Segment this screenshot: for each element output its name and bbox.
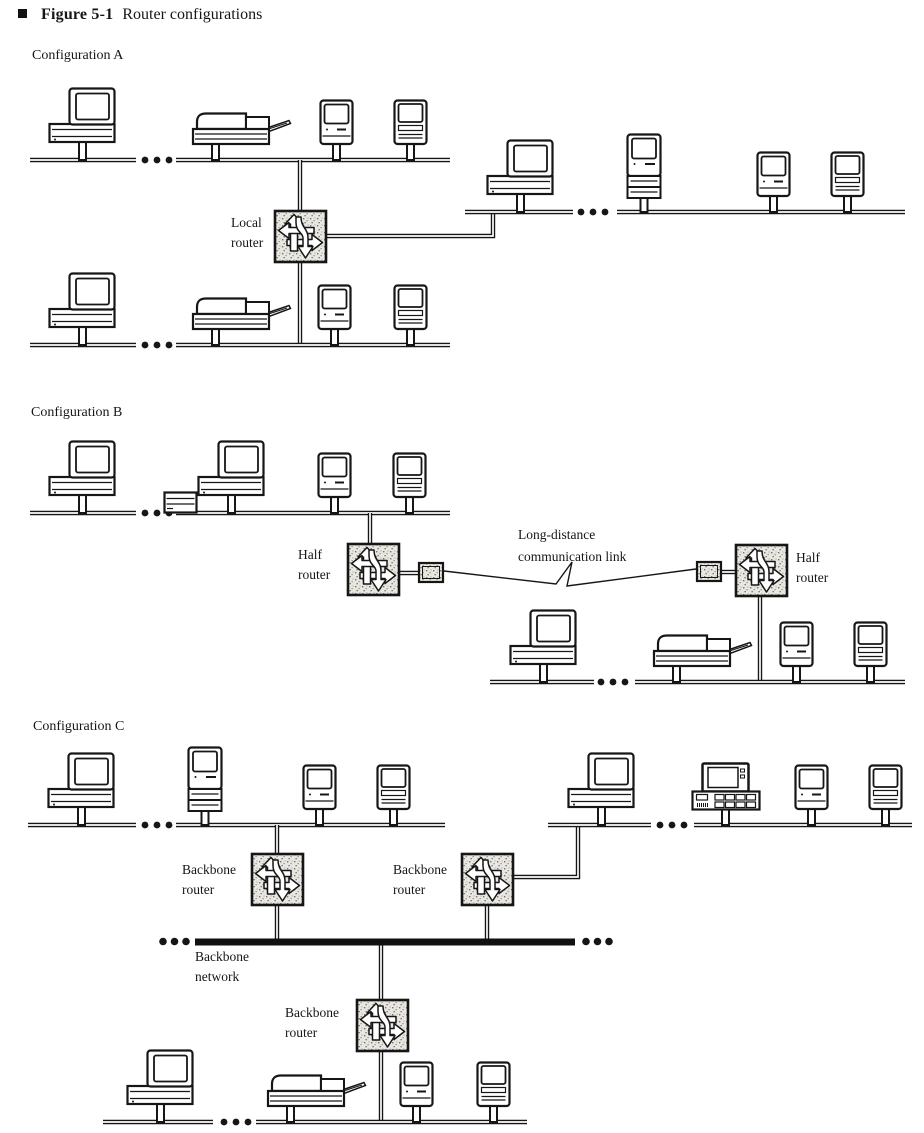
bullet-square-icon bbox=[18, 9, 27, 18]
ellipsis-dots-icon bbox=[141, 821, 173, 829]
config-a-network-right bbox=[486, 133, 865, 214]
ellipsis-dots-icon bbox=[141, 341, 173, 349]
half-router-left-label: Half router bbox=[298, 547, 331, 582]
desktop-computer-icon bbox=[48, 440, 116, 515]
backbone-router-bottom-icon bbox=[355, 998, 410, 1053]
long-distance-link-label: Long-distance communication link bbox=[518, 527, 627, 564]
compact-mac-icon bbox=[317, 284, 352, 347]
compact-mac-alt-icon bbox=[376, 764, 411, 827]
config-c-network-top-left bbox=[47, 746, 411, 827]
section-label-configuration-b: Configuration B bbox=[31, 405, 123, 420]
compact-mac-alt-icon bbox=[393, 284, 428, 347]
compact-mac-icon bbox=[399, 1061, 434, 1124]
backbone-ellipsis-left-icon bbox=[159, 937, 190, 946]
ellipsis-dots-icon bbox=[220, 1118, 252, 1126]
desktop-computer-icon bbox=[48, 87, 116, 162]
compact-mac-icon bbox=[302, 764, 337, 827]
local-router-label: Local router bbox=[231, 215, 264, 250]
compact-mac-alt-icon bbox=[853, 621, 888, 684]
disk-drive-icon bbox=[163, 491, 198, 514]
ellipsis-dots-icon bbox=[597, 678, 629, 686]
config-c-network-bottom bbox=[126, 1049, 511, 1124]
figure-title: Router configurations bbox=[122, 6, 263, 23]
config-a-network-bottom bbox=[48, 272, 428, 347]
compact-mac-alt-icon bbox=[868, 764, 903, 827]
ellipsis-dots-icon bbox=[577, 208, 609, 216]
config-a-network-top-left bbox=[48, 87, 428, 162]
config-b-network-top bbox=[48, 440, 427, 515]
desktop-computer-icon bbox=[509, 609, 577, 684]
section-label-configuration-c: Configuration C bbox=[33, 719, 125, 734]
compact-mac-icon bbox=[319, 99, 354, 162]
backbone-network-label: Backbone network bbox=[195, 949, 249, 984]
ellipsis-dots-icon bbox=[141, 156, 173, 164]
printer-icon bbox=[191, 112, 292, 162]
printer-icon bbox=[191, 297, 292, 347]
desktop-computer-icon bbox=[48, 272, 116, 347]
backbone-router-left-icon bbox=[250, 852, 305, 907]
long-distance-link-line bbox=[443, 561, 697, 587]
compact-mac-alt-icon bbox=[393, 99, 428, 162]
desktop-computer-icon bbox=[47, 752, 115, 827]
half-router-right-icon bbox=[734, 543, 789, 598]
tower-mac-icon bbox=[187, 746, 223, 827]
config-b-network-bottom bbox=[509, 609, 888, 684]
section-label-configuration-a: Configuration A bbox=[32, 48, 124, 63]
compact-mac-alt-icon bbox=[392, 452, 427, 515]
half-router-left-icon bbox=[346, 542, 401, 597]
backbone-router-left-label: Backbone router bbox=[182, 862, 236, 897]
local-router-icon bbox=[273, 209, 328, 264]
compact-mac-alt-icon bbox=[476, 1061, 511, 1124]
printer-icon bbox=[266, 1074, 367, 1124]
tower-mac-icon bbox=[626, 133, 662, 214]
backbone-router-right-label: Backbone router bbox=[393, 862, 447, 897]
compact-mac-icon bbox=[779, 621, 814, 684]
compact-mac-alt-icon bbox=[830, 151, 865, 214]
desktop-computer-icon bbox=[567, 752, 635, 827]
modem-icon bbox=[417, 561, 445, 584]
figure-label: Figure 5-1 bbox=[41, 6, 114, 23]
config-c-network-top-right bbox=[567, 752, 903, 827]
network-cables bbox=[28, 157, 912, 1125]
backbone-router-bottom-label: Backbone router bbox=[285, 1005, 339, 1040]
ibm-pc-icon bbox=[691, 762, 761, 827]
figure-caption: Figure 5-1 Router configurations bbox=[18, 6, 262, 24]
ellipsis-dots-icon bbox=[656, 821, 688, 829]
desktop-computer-icon bbox=[486, 139, 554, 214]
backbone-ellipsis-right-icon bbox=[582, 937, 613, 946]
backbone-router-right-icon bbox=[460, 852, 515, 907]
desktop-computer-icon bbox=[126, 1049, 194, 1124]
compact-mac-icon bbox=[756, 151, 791, 214]
desktop-computer-icon bbox=[197, 440, 265, 515]
compact-mac-icon bbox=[794, 764, 829, 827]
compact-mac-icon bbox=[317, 452, 352, 515]
half-router-right-label: Half router bbox=[796, 550, 829, 585]
modem-icon bbox=[695, 560, 723, 583]
printer-icon bbox=[652, 634, 753, 684]
